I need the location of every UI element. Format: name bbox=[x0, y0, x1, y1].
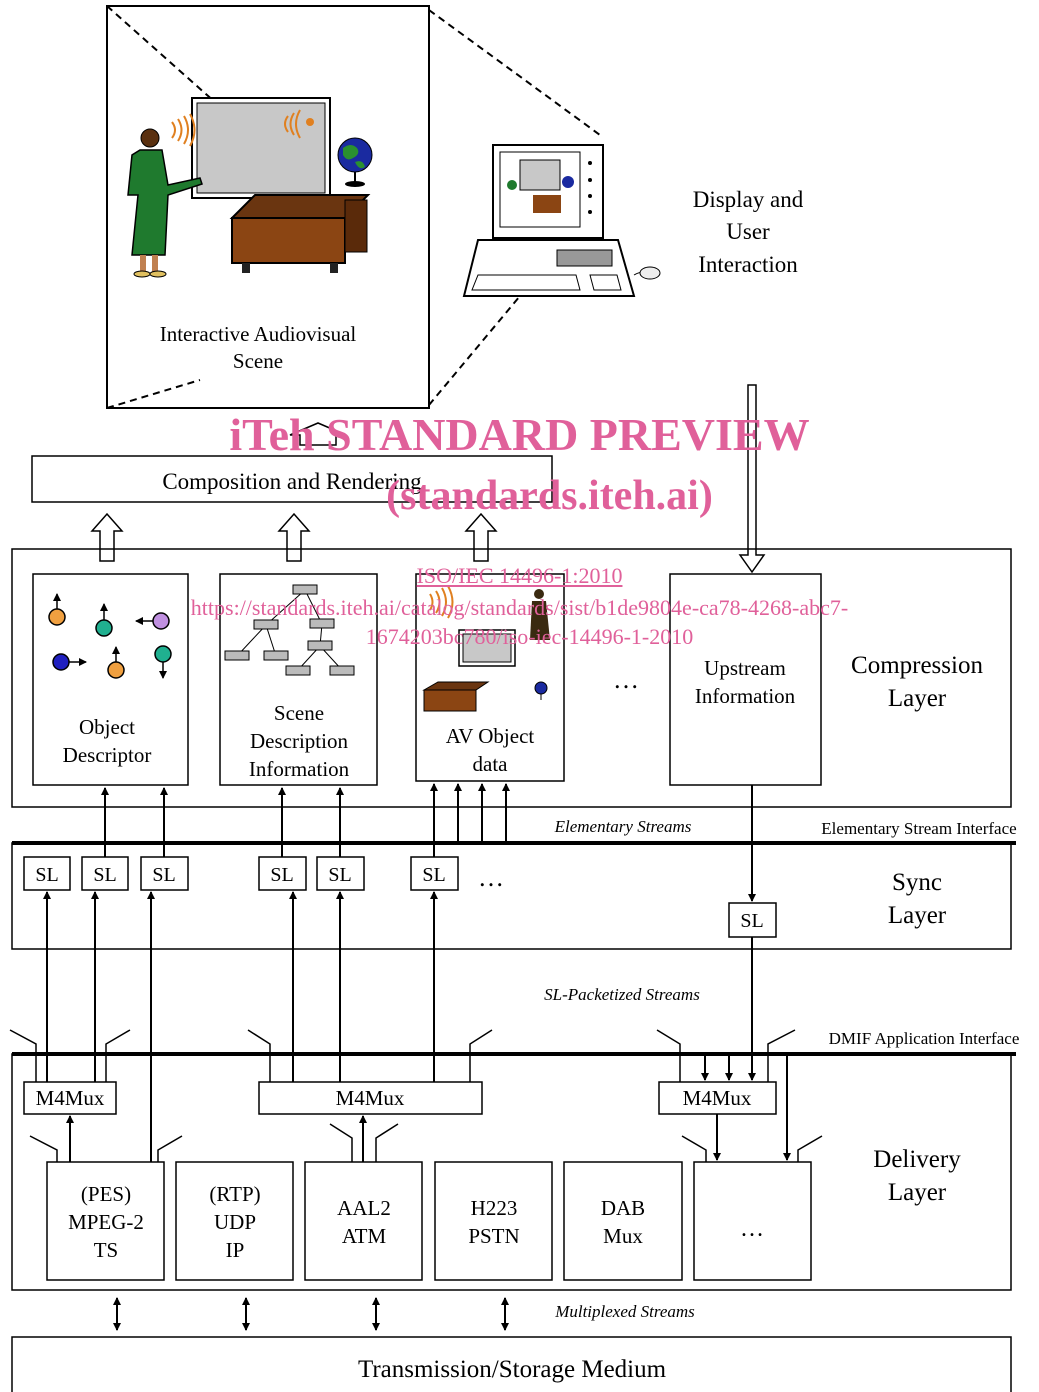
compression-ellipsis: … bbox=[613, 665, 639, 694]
delivery-box-line: UDP bbox=[214, 1210, 256, 1234]
av-objects-icon bbox=[422, 585, 550, 712]
sdi-label-line3: Information bbox=[249, 757, 350, 781]
hollow-arrow-to-scene bbox=[289, 422, 347, 446]
presenter-icon bbox=[127, 128, 203, 278]
delivery-box-line: AAL2 bbox=[337, 1196, 391, 1220]
audiovisual-scene: Interactive Audiovisual Scene bbox=[106, 5, 601, 409]
upstream-label-line1: Upstream bbox=[704, 656, 786, 680]
compression-layer-label-line1: Compression bbox=[851, 652, 983, 679]
transmission-storage-medium-box bbox=[11, 1336, 1012, 1392]
compression-layer-label-line2: Layer bbox=[888, 685, 947, 712]
channel-brackets bbox=[9, 1029, 823, 1162]
composition-rendering-label: Composition and Rendering bbox=[162, 469, 422, 494]
delivery-box-line: (RTP) bbox=[209, 1182, 260, 1206]
upstream-label-line2: Information bbox=[695, 684, 796, 708]
delivery-layer-label-line2: Layer bbox=[888, 1179, 947, 1206]
m4mux-label: M4Mux bbox=[683, 1086, 752, 1110]
elementary-stream-interface-label: Elementary Stream Interface bbox=[821, 819, 1016, 838]
delivery-box-line: MPEG-2 bbox=[68, 1210, 144, 1234]
display-label-line1: Display and bbox=[693, 187, 804, 212]
sync-layer bbox=[11, 842, 1012, 950]
sl-label: SL bbox=[328, 864, 351, 886]
sl-label-upstream: SL bbox=[740, 910, 763, 932]
scene-tree-icon bbox=[224, 584, 355, 676]
scene-label-line2: Scene bbox=[233, 349, 283, 373]
transmission-storage-medium-label: Transmission/Storage Medium bbox=[358, 1356, 667, 1383]
delivery-layer bbox=[11, 1053, 1012, 1291]
delivery-box-line: (PES) bbox=[81, 1182, 131, 1206]
delivery-layer-label-line1: Delivery bbox=[873, 1146, 961, 1173]
av-label-line2: data bbox=[473, 752, 509, 776]
hollow-arrows-up bbox=[90, 512, 498, 562]
sl-label: SL bbox=[270, 864, 293, 886]
multiplexed-streams-label: Multiplexed Streams bbox=[554, 1302, 695, 1321]
sync-ellipsis: … bbox=[478, 863, 504, 892]
sl-label: SL bbox=[152, 864, 175, 886]
sl-packetized-streams-label: SL-Packetized Streams bbox=[544, 985, 700, 1004]
sound-wave-icon bbox=[171, 109, 301, 147]
av-label-line1: AV Object bbox=[446, 724, 535, 748]
sync-layer-label-line1: Sync bbox=[892, 869, 942, 896]
delivery-box-line: ATM bbox=[342, 1224, 387, 1248]
od-label-line2: Descriptor bbox=[63, 743, 152, 767]
composition-rendering-box bbox=[31, 455, 553, 503]
stream-arrows bbox=[43, 783, 791, 1162]
m4mux-label: M4Mux bbox=[336, 1086, 405, 1110]
globe-icon bbox=[337, 137, 373, 187]
computer-icon bbox=[462, 144, 661, 297]
display-label-line2: User bbox=[726, 219, 770, 244]
delivery-protocol-boxes bbox=[46, 1161, 812, 1281]
sl-label: SL bbox=[93, 864, 116, 886]
dmif-application-interface-label: DMIF Application Interface bbox=[829, 1029, 1020, 1048]
desk-icon bbox=[229, 194, 371, 273]
display-label-line3: Interaction bbox=[698, 252, 798, 277]
sdi-label-line2: Description bbox=[250, 729, 348, 753]
delivery-box-line: Mux bbox=[603, 1224, 643, 1248]
od-label-line1: Object bbox=[79, 715, 135, 739]
delivery-box-line: PSTN bbox=[468, 1224, 519, 1248]
m4mux-boxes bbox=[23, 1081, 777, 1115]
sdi-label-line1: Scene bbox=[274, 701, 324, 725]
delivery-box-line: H223 bbox=[471, 1196, 518, 1220]
sync-layer-label-line2: Layer bbox=[888, 902, 947, 929]
upstream-information-box bbox=[669, 573, 822, 786]
elementary-streams-label: Elementary Streams bbox=[554, 817, 692, 836]
sl-boxes bbox=[23, 856, 777, 938]
scene-description-box bbox=[219, 573, 378, 786]
scene-label-line1: Interactive Audiovisual bbox=[160, 322, 357, 346]
upstream-hollow-arrow bbox=[738, 384, 766, 574]
multiplexed-stream-arrows bbox=[113, 1297, 509, 1331]
sl-label: SL bbox=[422, 864, 445, 886]
delivery-box-line: … bbox=[740, 1216, 764, 1242]
sl-label: SL bbox=[35, 864, 58, 886]
m4mux-label: M4Mux bbox=[36, 1086, 105, 1110]
delivery-box-line: DAB bbox=[601, 1196, 645, 1220]
delivery-box-line: IP bbox=[226, 1238, 245, 1262]
object-descriptor-icon bbox=[48, 593, 172, 679]
delivery-box-line: TS bbox=[94, 1238, 119, 1262]
compression-layer bbox=[11, 548, 1012, 808]
